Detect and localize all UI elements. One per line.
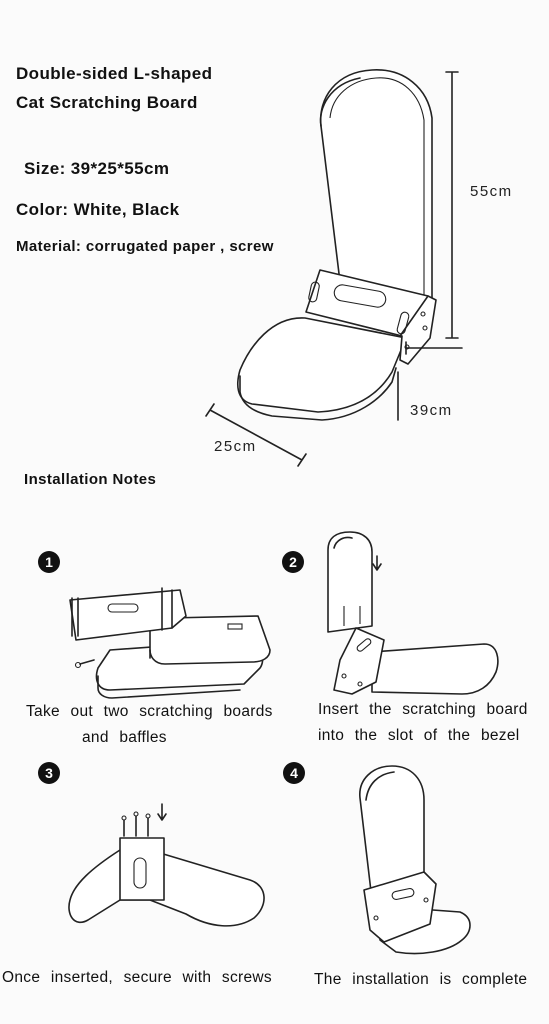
step-1-caption-line1: Take out two scratching boards: [26, 703, 273, 720]
step-1-caption-line2: and baffles: [82, 729, 167, 746]
step-1-badge: 1: [38, 551, 60, 573]
step-3-caption-line1: Once inserted, secure with screws: [2, 969, 272, 986]
product-color: Color: White, Black: [16, 200, 180, 219]
product-size: Size: 39*25*55cm: [24, 159, 170, 178]
product-material: Material: corrugated paper , screw: [16, 238, 274, 255]
width-dimension-label: 25cm: [214, 438, 257, 455]
product-title-line1: Double-sided L-shaped: [16, 64, 213, 83]
step-2-badge: 2: [282, 551, 304, 573]
step-2-caption-line1: Insert the scratching board: [318, 701, 528, 718]
main-product-illustration: [205, 69, 463, 467]
product-title-line2: Cat Scratching Board: [16, 93, 198, 112]
step-3-badge: 3: [38, 762, 60, 784]
depth-dimension-label: 39cm: [410, 402, 453, 419]
height-dimension-label: 55cm: [470, 183, 513, 200]
step-2-caption-line2: into the slot of the bezel: [318, 727, 520, 744]
step-4-caption-line1: The installation is complete: [314, 971, 528, 988]
step-4-badge: 4: [283, 762, 305, 784]
installation-heading: Installation Notes: [24, 471, 157, 488]
